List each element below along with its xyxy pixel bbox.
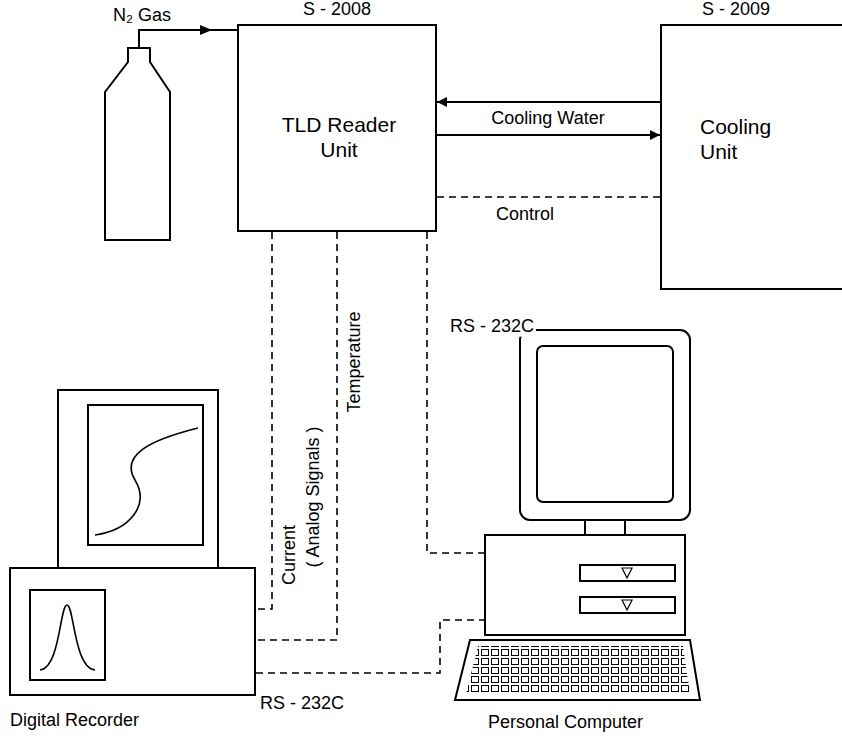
connector-label: Temperature <box>344 309 365 414</box>
signal-line <box>427 232 485 553</box>
connector-label: Control <box>494 204 556 225</box>
signal-line <box>256 232 337 640</box>
cooling-unit: S - 2009Cooling Unit <box>660 24 842 290</box>
recorder-base <box>10 568 255 695</box>
signal-line <box>256 232 272 609</box>
keyboard-keys <box>466 646 690 694</box>
personal-computer: Personal Computer <box>455 328 702 739</box>
device-name: Personal Computer <box>488 712 643 733</box>
signal-group-label: ( Analog Signals ) <box>303 424 324 569</box>
connector-label: Cooling Water <box>489 108 606 129</box>
unit-name: TLD Reader Unit <box>274 112 404 162</box>
reader-unit: S - 2008TLD Reader Unit <box>237 24 437 232</box>
pc-base <box>485 535 685 635</box>
drive-lever <box>622 568 632 610</box>
model-number: S - 2009 <box>702 0 770 20</box>
signal-line <box>256 620 485 673</box>
pc-stand <box>585 520 625 535</box>
gas-bottle <box>105 48 170 240</box>
gas-label: N₂ Gas <box>111 5 173 26</box>
connector-label: Current <box>279 523 300 587</box>
model-number: S - 2008 <box>239 0 435 20</box>
recorder-display <box>88 405 203 545</box>
gas-arrow <box>200 25 212 35</box>
device-name: Digital Recorder <box>10 710 139 731</box>
pc-screen <box>537 346 673 502</box>
connector-label: RS - 232C <box>258 693 346 714</box>
signal-line <box>437 196 660 198</box>
glow-peak <box>40 605 95 670</box>
gas-pipe <box>139 30 237 48</box>
water-pipe <box>437 134 660 136</box>
connector-label: RS - 232C <box>448 316 536 337</box>
pc-monitor <box>520 330 690 520</box>
keyboard <box>455 640 700 700</box>
water-pipe <box>437 101 660 103</box>
recorder-monitor <box>58 390 218 568</box>
unit-name: Cooling Unit <box>700 114 800 164</box>
recorder-screen <box>30 590 105 680</box>
glow-trace <box>95 428 198 535</box>
digital-recorder: Digital Recorder <box>10 388 256 736</box>
